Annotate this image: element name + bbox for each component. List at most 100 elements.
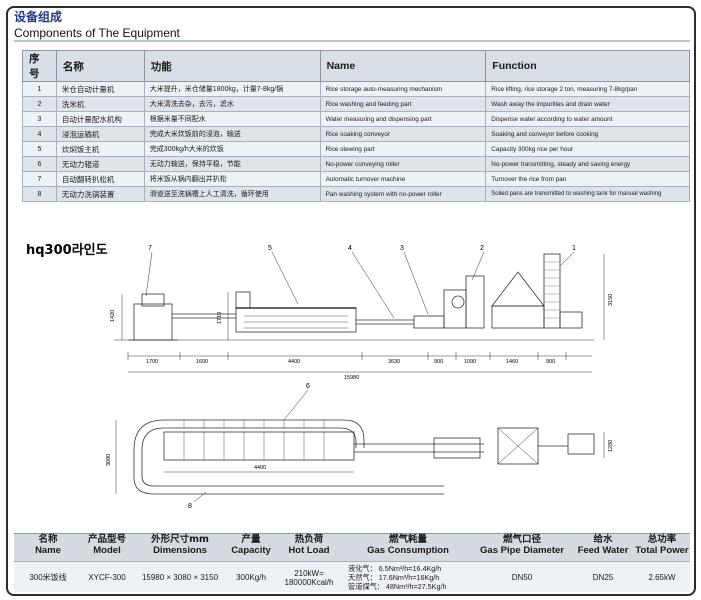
row-name-zh: 米仓自动计量机 xyxy=(55,81,145,97)
dim-total: 15980 xyxy=(344,375,359,381)
rice-storage-base xyxy=(491,305,545,329)
callout-6-leader xyxy=(283,389,309,421)
row-name-en: Water measuring and dispensing part xyxy=(319,111,487,127)
row-name-zh: 自动翻转扒松机 xyxy=(55,171,145,187)
callout-1: 1 xyxy=(572,245,576,252)
row-name-zh: 洗米机 xyxy=(55,96,145,112)
stewing-machine-body xyxy=(235,307,357,333)
spec-values-row: 300米饭线 XYCF-300 15980 × 3080 × 3150 300K… xyxy=(14,561,690,592)
dim-plan-3080: 3080 xyxy=(106,454,112,466)
dim-1420: 1420 xyxy=(110,310,116,322)
turnover-machine-shape xyxy=(133,303,173,341)
dim-top-5: 900 xyxy=(434,359,443,365)
spec-header-name-en: Name xyxy=(35,545,61,556)
table-row: 1 米仓自动计量机 大米提升，米仓储量1800kg，计量7-8kg/锅 Rice… xyxy=(22,81,690,97)
dim-1710: 1710 xyxy=(217,312,223,324)
plan-view: 4400 3080 1280 6 8 xyxy=(106,383,614,510)
elevator-hatching xyxy=(544,261,560,319)
row-no: 8 xyxy=(22,186,57,202)
rice-elevator xyxy=(543,253,561,329)
spec-header-gas-en: Gas Consumption xyxy=(367,545,449,556)
spec-header-gas: 燃气耗量 Gas Consumption xyxy=(344,534,472,556)
spec-value-hot-load: 210kW= 180000Kcal/h xyxy=(278,562,340,593)
spec-table: 名称 Name 产品型号 Model 外形尺寸mm Dimensions 产量 … xyxy=(14,533,690,592)
row-no: 7 xyxy=(22,171,57,187)
rice-storage-hopper xyxy=(491,271,545,307)
components-table-header: 序号 名称 功能 Name Function xyxy=(22,50,690,82)
water-measuring-unit xyxy=(465,275,485,329)
row-function-en: Turnover the rice from pan xyxy=(485,171,690,187)
row-name-zh: 炊焖饭主机 xyxy=(55,141,145,157)
row-name-zh: 无动力辊道 xyxy=(55,156,145,172)
storage-plan-diag-2 xyxy=(497,427,539,465)
spec-header-hot-load: 热负荷 Hot Load xyxy=(278,534,340,556)
row-no: 4 xyxy=(22,126,57,142)
dim-top-2: 1600 xyxy=(196,359,208,365)
spec-header-feed-water: 给水 Feed Water xyxy=(572,534,634,556)
row-name-en: Rice storage auto-measuring mechanism xyxy=(319,81,487,97)
row-function-en: Rice lifting, rice storage 2 ton, measur… xyxy=(485,81,690,97)
spec-header-hot-load-en: Hot Load xyxy=(288,545,330,556)
table-row: 7 自动翻转扒松机 将米饭从锅内翻出并扒松 Automatic turnover… xyxy=(22,171,690,187)
page-title-en: Components of The Equipment xyxy=(14,26,180,40)
row-function-en: Dispense water according to water amount xyxy=(485,111,690,127)
return-roller-upper-inner xyxy=(164,427,357,448)
row-name-en: Automatic turnover machine xyxy=(319,171,487,187)
dim-top-3: 4400 xyxy=(288,359,300,365)
row-function-zh: 滑道送至洗锅槽上人工清洗，循环使用 xyxy=(143,186,321,202)
spec-header-feed-water-zh: 给水 xyxy=(593,534,613,545)
elevation-view: 7 5 4 3 2 1 1420 1710 3150 1700 1600 440… xyxy=(110,245,614,381)
spec-value-gas-lpg: 液化气： 6.5Nm³/h=16.4Kg/h xyxy=(348,564,442,573)
table-row: 3 自动计量配水机构 根据米量不同配水 Water measuring and … xyxy=(22,111,690,127)
spec-header-power-zh: 总功率 xyxy=(647,534,677,545)
spec-value-gas-natural: 天然气： 17.6Nm³/h=16Kg/h xyxy=(348,573,440,582)
spec-header-feed-water-en: Feed Water xyxy=(577,545,629,556)
row-name-zh: 浸泡运输机 xyxy=(55,126,145,142)
row-function-en: Wash away the impurities and drain water xyxy=(485,96,690,112)
spec-header-name: 名称 Name xyxy=(20,534,76,556)
spec-value-power: 2.65kW xyxy=(648,573,676,582)
row-no: 6 xyxy=(22,156,57,172)
table-row: 6 无动力辊道 无动力输送，保持平稳，节能 No-power conveying… xyxy=(22,156,690,172)
line-drawing: 7 5 4 3 2 1 1420 1710 3150 1700 1600 440… xyxy=(106,245,614,510)
table-row: 4 浸泡运输机 完成大米炊饭前的浸泡，输送 Rice soaking conve… xyxy=(22,126,690,142)
dim-top-1: 1700 xyxy=(146,359,158,365)
col-header-name-en: Name xyxy=(319,50,487,82)
page-title-zh: 设备组成 xyxy=(14,10,63,24)
spec-value-name: 300米饭线 xyxy=(29,573,67,582)
stewing-burners xyxy=(244,315,348,329)
spec-header-pipe: 燃气口径 Gas Pipe Diameter xyxy=(474,534,570,556)
spec-header-dimensions-en: Dimensions xyxy=(153,545,207,556)
callout-leaders xyxy=(145,251,575,319)
callout-6: 6 xyxy=(306,383,310,390)
row-function-zh: 大米提升，米仓储量1800kg，计量7-8kg/锅 xyxy=(143,81,321,97)
table-row: 2 洗米机 大米清洗去杂，去污，滤水 Rice washing and feed… xyxy=(22,96,690,112)
spec-value-gas-pipeline: 管道煤气： 48Nm³/h=27.5Kg/h xyxy=(348,582,447,591)
callout-7: 7 xyxy=(148,245,152,252)
dim-plan-1280: 1280 xyxy=(608,440,614,452)
spec-header-dimensions: 外形尺寸mm Dimensions xyxy=(136,534,224,556)
row-function-zh: 无动力输送，保持平稳，节能 xyxy=(143,156,321,172)
spec-value-gas: 液化气： 6.5Nm³/h=16.4Kg/h 天然气： 17.6Nm³/h=16… xyxy=(348,564,472,591)
dim-top-7: 1460 xyxy=(506,359,518,365)
row-no: 5 xyxy=(22,141,57,157)
return-roller-rollers xyxy=(183,420,325,428)
pan-return-loop-inner xyxy=(141,427,214,487)
spec-value-dimensions: 15980 × 3080 × 3150 xyxy=(141,573,219,582)
dim-plan-4400: 4400 xyxy=(254,465,266,471)
spec-header-pipe-en: Gas Pipe Diameter xyxy=(480,545,564,556)
row-function-zh: 将米饭从锅内翻出并扒松 xyxy=(143,171,321,187)
spec-header-name-zh: 名称 xyxy=(38,534,58,545)
turnover-machine-top xyxy=(141,293,165,307)
row-function-en: No-power transmitting, steady and saving… xyxy=(485,156,690,172)
washer-plan xyxy=(433,437,481,459)
row-no: 1 xyxy=(22,81,57,97)
spec-header-pipe-zh: 燃气口径 xyxy=(502,534,541,545)
spec-value-pipe: DN50 xyxy=(511,573,533,582)
dim-chain-ticks xyxy=(127,352,567,360)
row-function-zh: 大米清洗去杂，去污，滤水 xyxy=(143,96,321,112)
elevator-feed-box xyxy=(559,311,583,329)
row-name-en: Rice soaking conveyor xyxy=(319,126,487,142)
col-header-function-en: Function xyxy=(485,50,690,82)
spec-header-capacity-en: Capacity xyxy=(231,545,271,556)
